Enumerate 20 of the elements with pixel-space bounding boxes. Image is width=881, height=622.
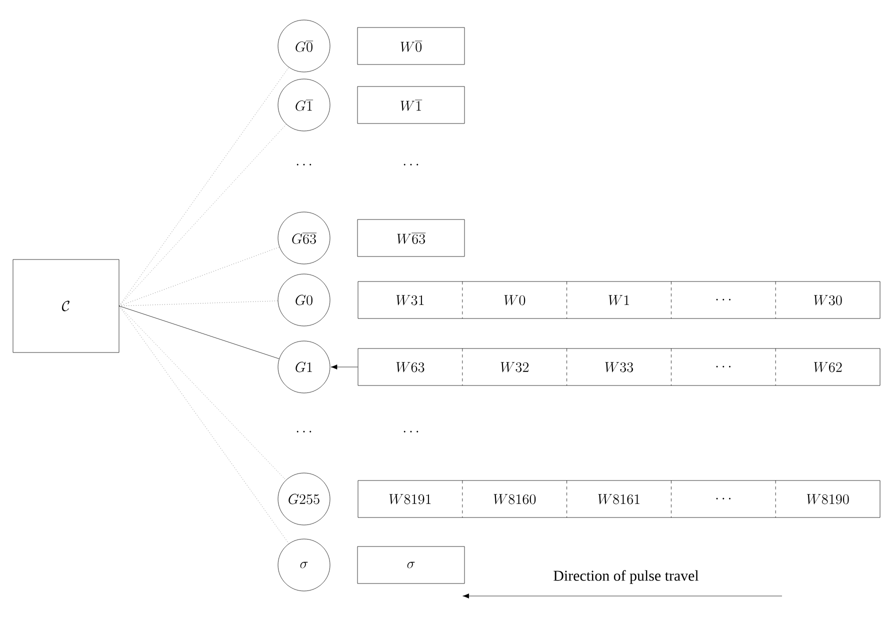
controller-box: $\mathcal{C}$ xyxy=(12,259,120,353)
register-box: $W\overline{1}$ xyxy=(357,86,465,124)
register-row: $W63$ $W32$ $W33$ $\cdots$ $W62$ xyxy=(358,348,880,386)
dotted-line xyxy=(119,300,278,306)
ellipsis: $\cdots$ xyxy=(296,430,312,432)
register-box: $W\overline{63}$ xyxy=(357,219,465,257)
register-row: $W8191$ $W8160$ $W8161$ $\cdots$ $W8190$ xyxy=(358,480,880,518)
dotted-line xyxy=(119,246,280,306)
ellipsis: $\cdots$ xyxy=(404,164,418,166)
ellipsis: $\cdots$ xyxy=(404,430,418,432)
ellipsis: $\cdots$ xyxy=(296,164,312,166)
register-row: $W31$ $W0$ $W1$ $\cdots$ $W30$ xyxy=(358,281,880,319)
direction-label: Direction of pulse travel xyxy=(554,570,699,584)
connector-line xyxy=(119,306,280,359)
dotted-line xyxy=(119,306,289,544)
arrow xyxy=(330,364,358,370)
register-box: $W\overline{0}$ xyxy=(357,27,465,65)
dotted-line xyxy=(119,306,286,480)
dotted-line xyxy=(119,67,290,306)
register-box: $\sigma$ xyxy=(357,546,465,584)
